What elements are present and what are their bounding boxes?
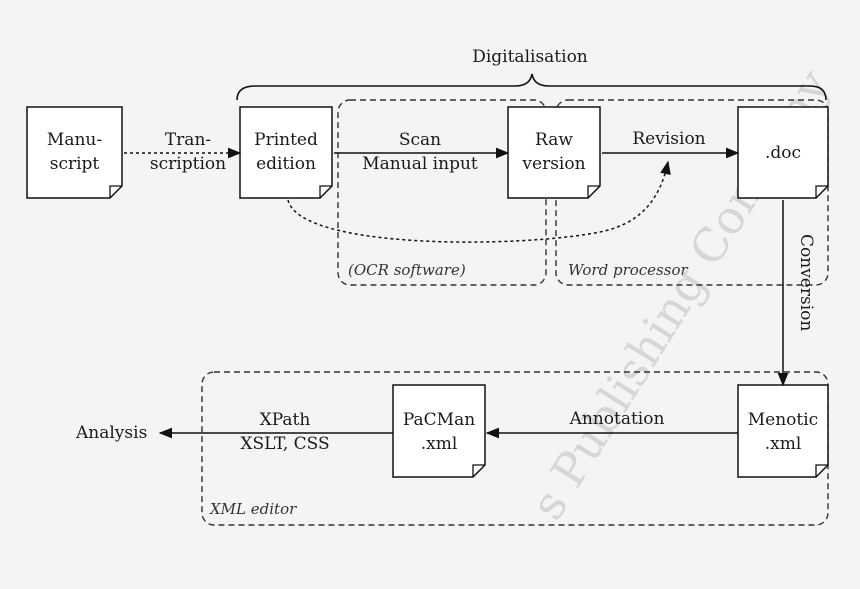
manuscript-label: Manu- script	[27, 128, 122, 176]
doc-label: .doc	[738, 141, 828, 165]
digitalisation-label: Digitalisation	[472, 47, 588, 67]
raw-version-node	[507, 106, 601, 199]
direct-revision-curve	[287, 160, 671, 243]
pacman-label: PaCMan .xml	[393, 408, 485, 456]
manuscript-node	[26, 106, 123, 199]
scan-label: Scan Manual input	[340, 128, 500, 176]
raw-version-label: Raw version	[508, 128, 600, 176]
raw-label-line2: version	[522, 154, 586, 174]
raw-label-line1: Raw	[535, 130, 573, 150]
transcription-label-line1: Tran-	[164, 130, 212, 150]
xpath-label: XPath XSLT, CSS	[220, 408, 350, 456]
xml-region-label: XML editor	[210, 500, 297, 518]
conversion-label: Conversion	[796, 234, 816, 332]
pacman-label-line2: .xml	[420, 434, 458, 454]
revision-label: Revision	[632, 129, 706, 149]
pacman-label-line1: PaCMan	[402, 410, 476, 430]
scan-label-line2: Manual input	[362, 154, 478, 174]
menotic-label-line1: Menotic	[747, 410, 819, 430]
scan-label-line1: Scan	[398, 130, 442, 150]
word-region-label: Word processor	[568, 261, 688, 279]
ocr-region-label: (OCR software)	[348, 261, 466, 279]
printed-edition-label: Printed edition	[240, 128, 332, 176]
annotation-label: Annotation	[569, 409, 665, 429]
doc-label-line1: .doc	[764, 143, 802, 163]
doc-node	[737, 106, 829, 199]
menotic-label: Menotic .xml	[738, 408, 828, 456]
menotic-node	[737, 384, 829, 478]
menotic-label-line2: .xml	[764, 434, 802, 454]
digitalisation-brace	[236, 73, 827, 101]
printed-label-line1: Printed	[254, 130, 318, 150]
pacman-node	[392, 384, 486, 478]
transcription-label: Tran- scription	[140, 128, 236, 176]
printed-edition-node	[239, 106, 333, 199]
xpath-label-line2: XSLT, CSS	[240, 434, 330, 454]
manuscript-label-line2: script	[49, 154, 100, 174]
manuscript-label-line1: Manu-	[46, 130, 103, 150]
analysis-label: Analysis	[76, 423, 148, 443]
xpath-label-line1: XPath	[259, 410, 311, 430]
printed-label-line2: edition	[256, 154, 316, 174]
transcription-label-line2: scription	[149, 154, 227, 174]
